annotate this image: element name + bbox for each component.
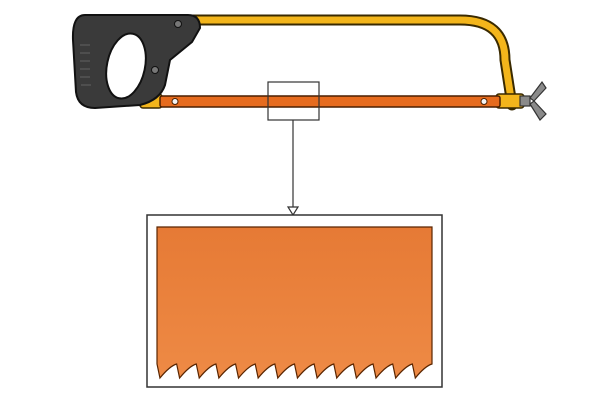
blade-teeth bbox=[156, 226, 433, 380]
saw-blade bbox=[159, 95, 501, 108]
saw-handle bbox=[71, 14, 202, 110]
wing-nut bbox=[519, 80, 547, 121]
magnified-blade-view bbox=[146, 214, 443, 388]
magnify-arrow bbox=[286, 120, 300, 217]
